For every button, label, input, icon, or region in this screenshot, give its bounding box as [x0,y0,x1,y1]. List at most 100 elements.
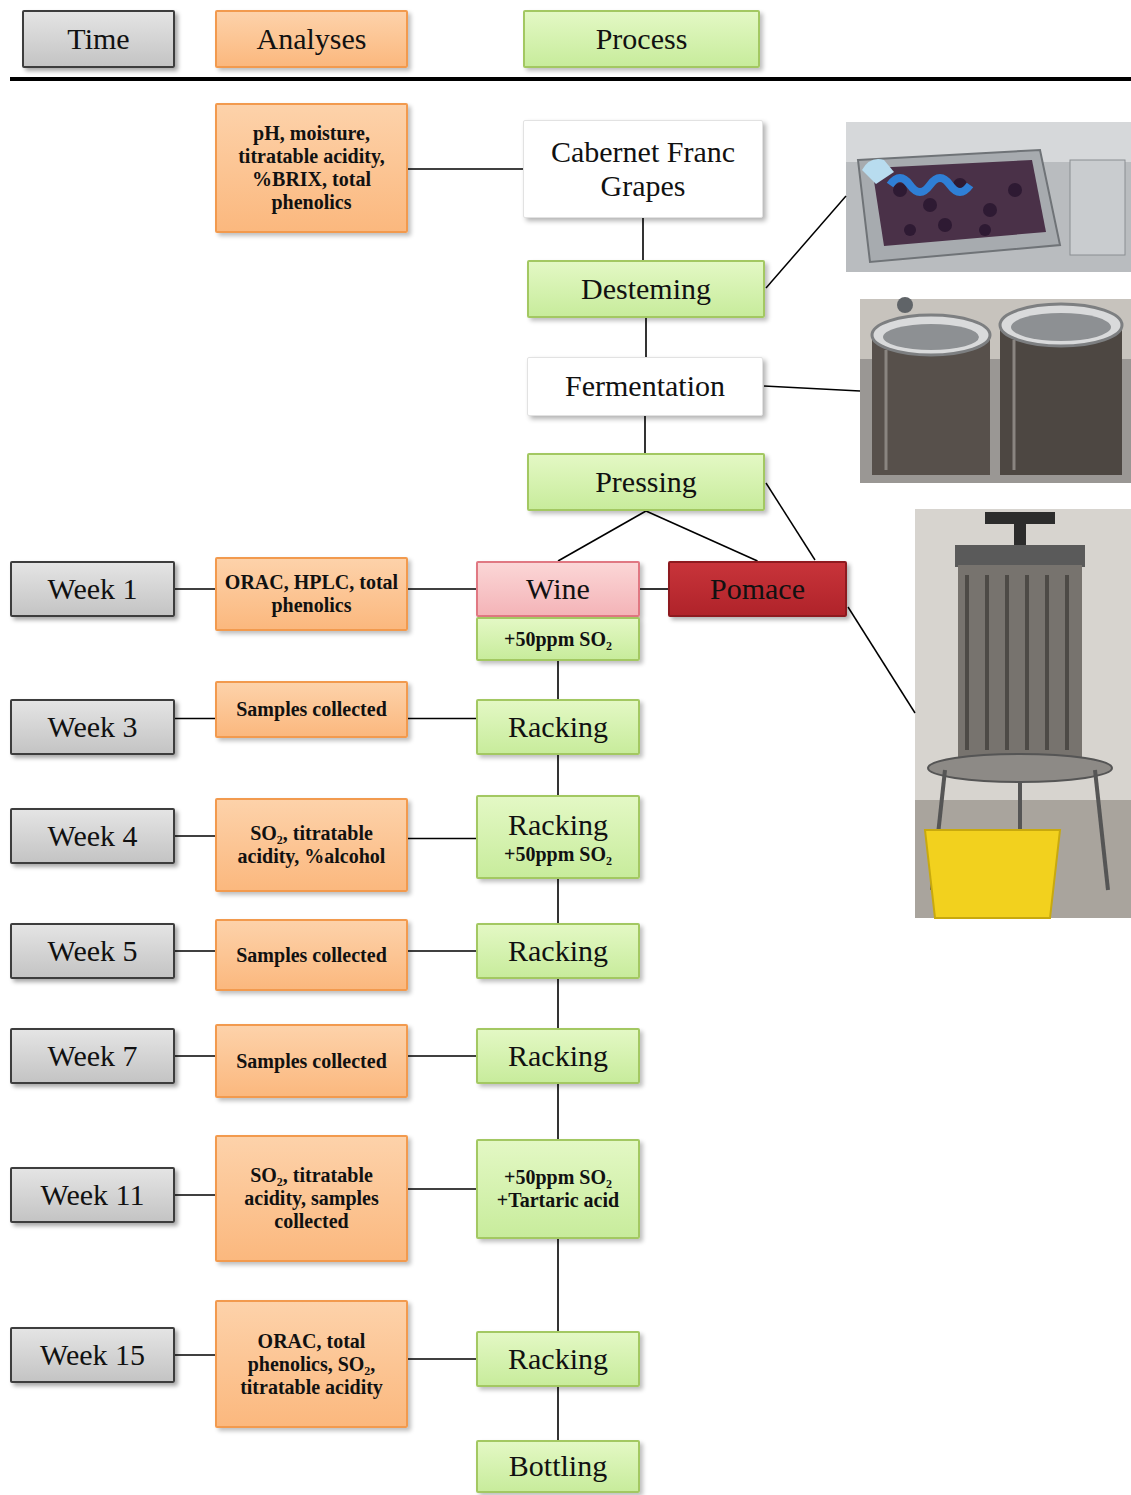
connector-line [645,318,647,357]
analysis-box: ORAC, HPLC, total phenolics [215,557,408,631]
time-box: Week 7 [10,1028,175,1084]
process-box: Racking [476,923,640,979]
box-label: Fermentation [565,369,725,404]
analysis-text: Analyses [257,22,367,57]
connector-line [408,950,476,952]
analysis-text: Samples collected [236,1050,387,1073]
process-box: Fermentation [527,357,763,416]
leader-lines [764,196,915,713]
box-label: Week 7 [47,1039,137,1074]
analysis-text: Samples collected [236,944,387,967]
connector-line [557,1084,559,1139]
time-box: Week 1 [10,561,175,617]
column-header: Time [22,10,175,68]
analysis-text: SO₂, titratable acidity, %alcohol [223,822,400,868]
connector-line [175,950,215,952]
connector-line [175,588,215,590]
connector-line [408,1358,476,1360]
connector-line [408,838,476,840]
connector-line [408,588,476,590]
box-label: Week 1 [47,572,137,607]
connector-line [557,879,559,923]
box-label: Pressing [595,465,697,500]
analysis-box: Samples collected [215,1024,408,1098]
analysis-box: pH, moisture, titratable acidity, %BRIX,… [215,103,408,233]
box-label: Racking [508,808,608,843]
connector-line [408,718,476,720]
process-box: Racking+50ppm SO₂ [476,795,640,879]
connector-line [408,168,523,170]
analysis-box: SO₂, titratable acidity, samples collect… [215,1135,408,1262]
box-label: Bottling [509,1449,607,1484]
fermentation-tanks-photo [860,297,1131,483]
box-label: Process [596,22,688,57]
box-label: Week 4 [47,819,137,854]
connector-line [557,1239,559,1331]
connector-line [557,1387,559,1440]
process-box: Bottling [476,1440,640,1493]
time-box: Week 11 [10,1167,175,1223]
process-box: Racking [476,1028,640,1084]
analysis-text: Samples collected [236,698,387,721]
process-box: +50ppm SO₂+Tartaric acid [476,1139,640,1239]
analysis-text: ORAC, HPLC, total phenolics [223,571,400,617]
box-label: +Tartaric acid [497,1189,619,1212]
connector-line [175,835,215,837]
time-box: Week 5 [10,923,175,979]
process-box: Racking [476,1331,640,1387]
connector-line [175,1055,215,1057]
connector-line [175,1194,215,1196]
connector-line [408,1188,476,1190]
process-box: Pressing [527,453,765,511]
box-label: Pomace [710,572,805,607]
box-label: Week 5 [47,934,137,969]
column-header: Analyses [215,10,408,68]
analysis-text: SO₂, titratable acidity, samples collect… [223,1164,400,1233]
box-label: +50ppm SO₂ [504,628,612,651]
box-label: Week 11 [41,1178,145,1213]
product-box: Pomace [668,561,847,617]
connector-line [640,588,668,590]
connector-line [642,218,644,260]
process-box: +50ppm SO₂ [476,617,640,661]
box-label: +50ppm SO₂ [504,1166,612,1189]
box-label: Racking [508,710,608,745]
connector-line [408,1055,476,1057]
time-box: Week 3 [10,699,175,755]
product-box: Wine [476,561,640,617]
header-rule [10,77,1131,81]
press-photo [915,509,1131,918]
box-label: Wine [526,572,590,607]
analysis-text: ORAC, total phenolics, SO₂, titratable a… [223,1330,400,1399]
destemmer-photo [846,122,1131,272]
time-box: Week 4 [10,808,175,864]
connector-line [644,416,646,453]
process-box: Racking [476,699,640,755]
analysis-box: Samples collected [215,919,408,991]
connector-line [175,1354,215,1356]
box-label: Week 15 [40,1338,145,1373]
connector-line [175,718,215,720]
box-label: +50ppm SO₂ [504,843,612,866]
time-box: Week 15 [10,1327,175,1383]
box-label: Racking [508,1039,608,1074]
column-header: Process [523,10,760,68]
connector-line [557,661,559,699]
process-box: Desteming [527,260,765,318]
analysis-text: pH, moisture, titratable acidity, %BRIX,… [223,122,400,214]
analysis-box: SO₂, titratable acidity, %alcohol [215,798,408,892]
box-label: Cabernet Franc Grapes [530,135,756,204]
connector-line [557,755,559,795]
box-label: Racking [508,934,608,969]
box-label: Time [67,22,129,57]
process-box: Cabernet Franc Grapes [523,120,763,218]
connector-line [646,511,758,561]
connector-line [557,979,559,1028]
box-label: Racking [508,1342,608,1377]
box-label: Desteming [581,272,711,307]
analysis-box: Samples collected [215,681,408,738]
analysis-box: ORAC, total phenolics, SO₂, titratable a… [215,1300,408,1428]
connector-line [558,511,646,561]
box-label: Week 3 [47,710,137,745]
